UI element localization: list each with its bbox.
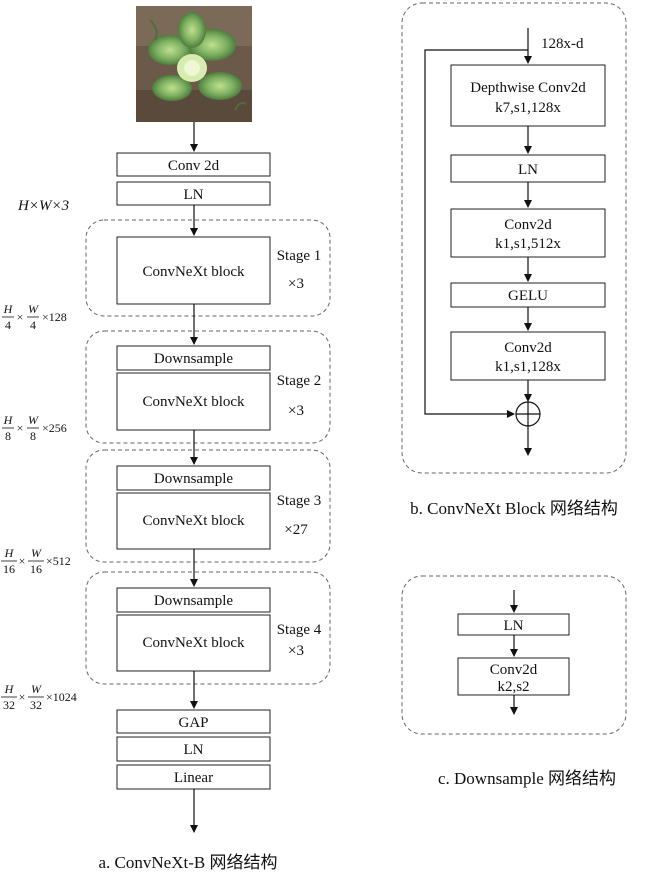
stage-4-downsample-label: Downsample [154, 593, 233, 609]
dim-label-1: H 4 × W 4 ×128 [2, 302, 67, 332]
stage-1-frame [85, 219, 331, 317]
stage-4-label: Stage 4 [277, 622, 322, 638]
dim-1-h: H [3, 302, 14, 316]
conv2d-box [116, 152, 271, 177]
dim-1-den: 4 [5, 318, 11, 332]
conv-project-line1: Conv2d [504, 340, 552, 356]
gap-box [116, 709, 271, 734]
stage-4-block-label: ConvNeXt block [142, 635, 245, 651]
dim-3-times: × [19, 554, 26, 568]
ln-bottom-box [116, 736, 271, 762]
downsample-conv-line2: k2,s2 [497, 679, 529, 695]
ln-bottom-label: LN [184, 742, 204, 758]
dim-2-den-w: 8 [30, 429, 36, 443]
conv-expand-line1: Conv2d [504, 217, 552, 233]
block-ln-box [450, 154, 606, 183]
gelu-label: GELU [508, 288, 548, 304]
stage-4-repeat: ×3 [288, 643, 304, 659]
stage-2-block-box [116, 372, 271, 431]
gap-label: GAP [178, 715, 208, 731]
stage-3-downsample-box [116, 465, 271, 491]
caption-a: a. ConvNeXt-B 网络结构 [99, 853, 278, 872]
add-icon [515, 401, 541, 427]
dim-1-den-w: 4 [30, 318, 36, 332]
downsample-conv-line1: Conv2d [490, 662, 538, 678]
stage-3-downsample-label: Downsample [154, 471, 233, 487]
dim-label-4: H 32 × W 32 ×1024 [1, 682, 77, 712]
conv-project-box [450, 331, 606, 381]
dim-1-times: × [17, 310, 24, 324]
stage-2-downsample-label: Downsample [154, 351, 233, 367]
depthwise-conv-line1: Depthwise Conv2d [470, 80, 586, 96]
stage-2-frame [85, 330, 331, 444]
dim-label-3: H 16 × W 16 ×512 [1, 546, 71, 576]
dim-label-2: H 8 × W 8 ×256 [2, 413, 67, 443]
conv-expand-box [450, 208, 606, 258]
depthwise-conv-box [450, 64, 606, 127]
stage-3-repeat: ×27 [284, 522, 308, 538]
downsample-conv-box [457, 657, 570, 696]
conv-expand-line2: k1,s1,512x [495, 236, 561, 252]
dim-4-den: 32 [3, 698, 15, 712]
stage-3-block-box [116, 492, 271, 550]
stage-1-label: Stage 1 [277, 248, 322, 264]
stage-2-block-label: ConvNeXt block [142, 394, 245, 410]
stage-3-label: Stage 3 [277, 493, 322, 509]
residual-connection [424, 49, 528, 418]
stage-1-repeat: ×3 [288, 276, 304, 292]
dim-3-w: W [31, 546, 42, 560]
dim-3-den: 16 [3, 562, 15, 576]
stage-3-frame [85, 449, 331, 563]
dim-4-w: W [31, 682, 42, 696]
linear-label: Linear [174, 770, 213, 786]
dim-3-ch: ×512 [46, 554, 71, 568]
input-dim-label: H×W×3 [17, 198, 69, 214]
dim-1-w: W [28, 302, 39, 316]
dim-4-h: H [4, 682, 15, 696]
caption-c: c. Downsample 网络结构 [438, 769, 616, 788]
dim-3-h: H [4, 546, 15, 560]
dim-3-den-w: 16 [30, 562, 42, 576]
dim-4-ch: ×1024 [46, 690, 77, 704]
depthwise-conv-line2: k7,s1,128x [495, 100, 561, 116]
dim-2-times: × [17, 421, 24, 435]
downsample-detail-frame [401, 575, 627, 735]
linear-box [116, 764, 271, 790]
dim-2-den: 8 [5, 429, 11, 443]
ln-top-label: LN [184, 187, 204, 203]
block-ln-label: LN [518, 162, 538, 178]
dim-2-h: H [3, 413, 14, 427]
caption-b: b. ConvNeXt Block 网络结构 [410, 499, 618, 518]
stage-2-downsample-box [116, 345, 271, 371]
input-photo [136, 6, 252, 122]
stage-2-repeat: ×3 [288, 403, 304, 419]
dim-2-ch: ×256 [42, 421, 67, 435]
stage-4-downsample-box [116, 587, 271, 613]
conv-project-line2: k1,s1,128x [495, 359, 561, 375]
stage-1-block-label: ConvNeXt block [142, 264, 245, 280]
stage-2-label: Stage 2 [277, 373, 322, 389]
dim-4-den-w: 32 [30, 698, 42, 712]
dim-4-times: × [19, 690, 26, 704]
dim-1-ch: ×128 [42, 310, 67, 324]
block-input-label: 128x-d [541, 36, 584, 52]
conv2d-label: Conv 2d [168, 158, 220, 174]
block-detail-frame [401, 2, 627, 474]
dim-2-w: W [28, 413, 39, 427]
stage-4-block-box [116, 614, 271, 672]
stage-3-block-label: ConvNeXt block [142, 513, 245, 529]
gelu-box [450, 282, 606, 308]
stage-4-frame [85, 571, 331, 685]
downsample-ln-label: LN [504, 618, 524, 634]
